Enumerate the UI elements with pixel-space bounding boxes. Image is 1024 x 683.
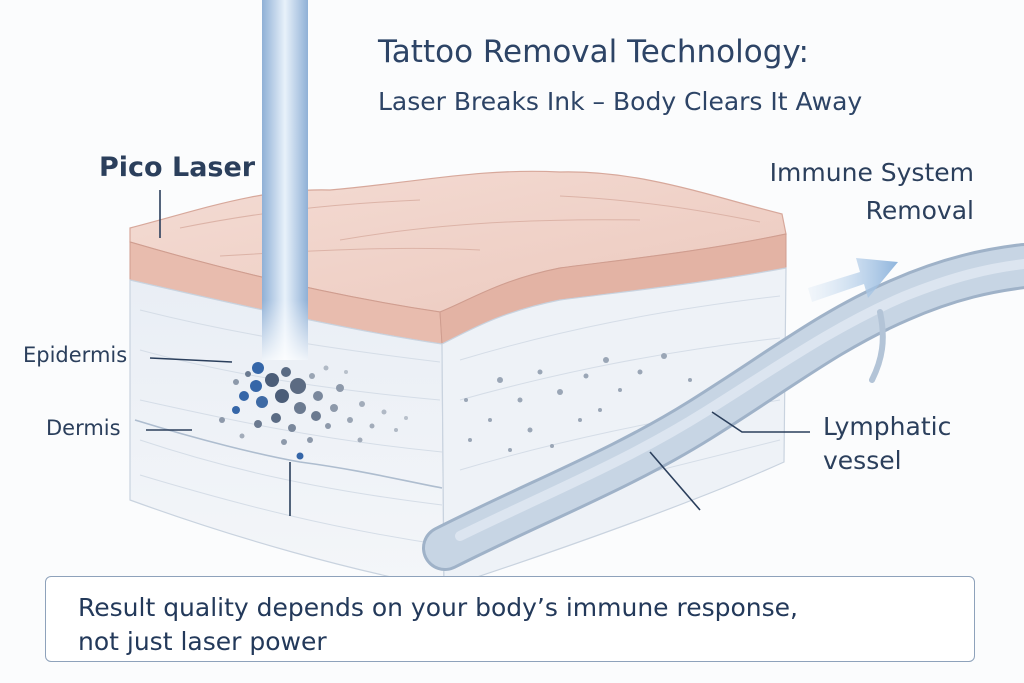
lymphatic-vessel (422, 243, 1024, 571)
label-lymph-line1: Lymphatic (823, 412, 952, 441)
note-line2: not just laser power (78, 627, 327, 656)
label-pico-laser: Pico Laser (99, 152, 256, 183)
label-immune-line2: Removal (865, 196, 974, 225)
ink-particle-cluster (219, 362, 408, 460)
result-note-box: Result quality depends on your body’s im… (45, 576, 975, 662)
label-lymphatic-vessel: Lymphatic vessel (823, 410, 1003, 478)
label-epidermis: Epidermis (23, 343, 128, 367)
label-dermis: Dermis (46, 416, 121, 440)
dermis-boundary (134, 419, 443, 489)
result-note-text: Result quality depends on your body’s im… (78, 591, 958, 659)
diagram-subtitle: Laser Breaks Ink – Body Clears It Away (378, 87, 863, 116)
immune-removal-arrow (808, 258, 898, 302)
leader-lines (146, 190, 810, 516)
label-immune-removal: Immune System Removal (714, 154, 974, 230)
label-immune-line1: Immune System (769, 158, 974, 187)
note-line1: Result quality depends on your body’s im… (78, 593, 799, 622)
diagram-title: Tattoo Removal Technology: (378, 34, 809, 70)
laser-beam-fade (262, 300, 308, 360)
dispersed-ink-particles (464, 353, 692, 452)
label-lymph-line2: vessel (823, 446, 902, 475)
